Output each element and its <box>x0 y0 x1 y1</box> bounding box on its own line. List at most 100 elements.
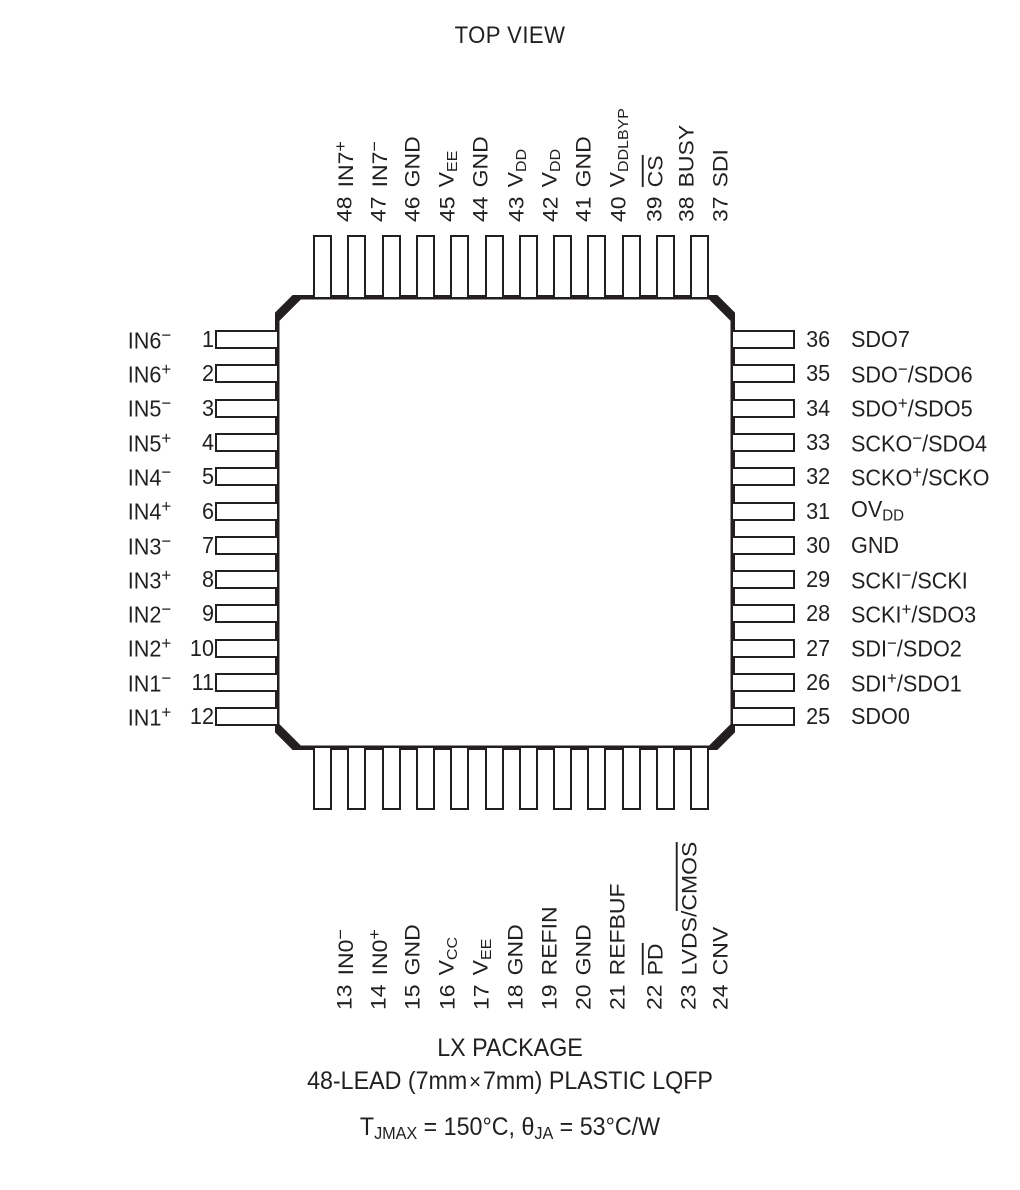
pin-number-3: 3 <box>201 394 214 421</box>
pin-lead-22 <box>621 746 641 810</box>
pin-lead-33 <box>731 432 795 452</box>
pin-number-5: 5 <box>201 463 214 490</box>
pin-lead-34 <box>731 398 795 418</box>
pin-number-15: 15 <box>399 984 424 1010</box>
pin-lead-13 <box>313 746 332 810</box>
pin-lead-15 <box>381 746 401 810</box>
pin-lead-5 <box>215 467 279 487</box>
pin-lead-41 <box>553 235 573 299</box>
pin-number-30: 30 <box>806 531 831 558</box>
pin-lead-38 <box>656 235 675 299</box>
pin-lead-47 <box>347 235 367 299</box>
pin-row-7: IN3−7 <box>127 530 214 560</box>
pin-lead-6 <box>215 501 279 521</box>
pin-number-35: 35 <box>806 360 831 387</box>
pin-lead-16 <box>415 746 435 810</box>
pin-number-36: 36 <box>806 326 831 352</box>
package-body-outline <box>275 295 735 750</box>
pin-number-47: 47 <box>366 196 391 222</box>
caption-body-size: 7mm) PLASTIC LQFP <box>482 1066 713 1095</box>
pin-number-29: 29 <box>806 566 831 593</box>
pin-lead-48 <box>313 235 332 299</box>
tjmax-value: = 150°C, θ <box>417 1113 535 1141</box>
pin-lead-30 <box>731 535 795 555</box>
page-title: TOP VIEW <box>454 22 566 49</box>
package-body-svg <box>275 295 735 750</box>
pin-lead-14 <box>347 746 367 810</box>
pin-lead-44 <box>450 235 470 299</box>
pin-lead-7 <box>215 535 279 555</box>
pin-number-14: 14 <box>366 984 391 1010</box>
pin-number-12: 12 <box>189 703 214 730</box>
pin-number-45: 45 <box>435 196 460 222</box>
pin-number-11: 11 <box>191 669 214 695</box>
pin-lead-36 <box>731 330 795 349</box>
caption-thermal: TJMAX = 150°C, θJA = 53°C/W <box>36 1111 985 1145</box>
package-outline-shape <box>275 295 735 750</box>
pin-number-33: 33 <box>806 428 831 455</box>
pin-number-6: 6 <box>201 497 214 524</box>
pin-row-4: IN5+4 <box>127 427 214 457</box>
pin-number-18: 18 <box>502 984 527 1010</box>
caption-lead-count: 48-LEAD (7mm <box>307 1066 468 1095</box>
pin-lead-46 <box>381 235 401 299</box>
pin-number-1: 1 <box>201 326 214 352</box>
pin-lead-23 <box>656 746 675 810</box>
pin-number-39: 39 <box>641 196 666 222</box>
pin-lead-19 <box>518 746 538 810</box>
package-caption: LX PACKAGE 48-LEAD (7mm×7mm) PLASTIC LQF… <box>0 1032 1020 1145</box>
pin-lead-26 <box>731 673 795 692</box>
pin-row-1: IN6−1 <box>127 324 214 354</box>
pin-lead-3 <box>215 398 279 418</box>
pin-row-8: IN3+8 <box>127 564 214 594</box>
pin-lead-24 <box>690 746 710 810</box>
pin-lead-17 <box>450 746 470 810</box>
pin-lead-42 <box>518 235 538 299</box>
pin-row-9: IN2−9 <box>127 599 214 628</box>
pin-number-37: 37 <box>708 196 733 222</box>
tjmax-subscript: JMAX <box>374 1122 418 1143</box>
pin-number-20: 20 <box>570 984 596 1010</box>
pin-number-31: 31 <box>806 497 831 524</box>
pin-lead-8 <box>215 570 279 590</box>
pin-lead-45 <box>415 235 435 299</box>
pin-number-40: 40 <box>606 196 631 222</box>
pin-row-10: IN2+10 <box>127 633 214 662</box>
pin-lead-2 <box>215 364 279 384</box>
pin-number-13: 13 <box>332 984 357 1010</box>
pin-number-25: 25 <box>806 703 831 730</box>
pin-lead-40 <box>587 235 607 299</box>
pin-number-21: 21 <box>605 984 630 1010</box>
pin-lead-1 <box>215 330 279 349</box>
pin-lead-37 <box>690 235 710 299</box>
pin-number-2: 2 <box>201 360 214 387</box>
pin-number-7: 7 <box>201 531 214 558</box>
pin-row-11: IN1−11 <box>127 667 214 697</box>
thetaja-value: = 53°C/W <box>553 1113 661 1141</box>
pin-number-24: 24 <box>708 984 733 1010</box>
pin-row-6: IN4+6 <box>127 496 214 525</box>
pin-number-26: 26 <box>806 669 831 695</box>
thetaja-subscript: JA <box>534 1122 554 1143</box>
pin-lead-25 <box>731 707 795 727</box>
pin-row-2: IN6+2 <box>127 359 214 388</box>
pin-number-32: 32 <box>806 463 831 490</box>
pin-lead-32 <box>731 467 795 487</box>
pin-lead-35 <box>731 364 795 384</box>
pin-number-41: 41 <box>570 196 596 222</box>
pin-number-4: 4 <box>201 428 214 455</box>
pin-lead-10 <box>215 638 279 658</box>
pin-number-44: 44 <box>467 196 493 222</box>
pin-number-16: 16 <box>435 984 460 1010</box>
pin-lead-28 <box>731 604 795 624</box>
pin-lead-21 <box>587 746 607 810</box>
pin-number-17: 17 <box>469 984 494 1010</box>
times-symbol: × <box>469 1068 482 1094</box>
